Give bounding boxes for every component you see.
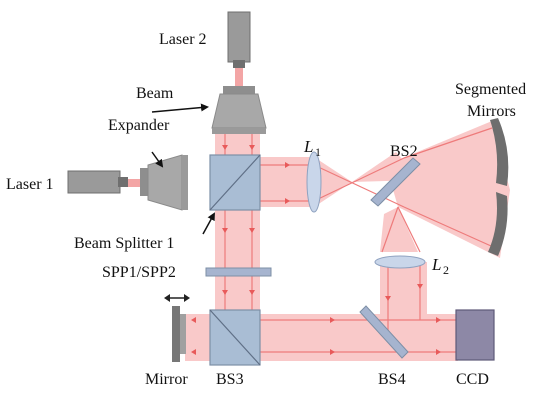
label-l1-main: L bbox=[303, 137, 313, 156]
laser-1 bbox=[67, 170, 128, 194]
ccd-camera bbox=[455, 309, 495, 361]
double-headed-arrow-icon bbox=[164, 294, 190, 302]
label-l2-sub: 2 bbox=[443, 263, 449, 277]
segmented-mirrors bbox=[488, 118, 509, 256]
laser-2 bbox=[227, 11, 251, 68]
spp-plate bbox=[205, 267, 272, 277]
label-l1: L 1 bbox=[303, 137, 321, 159]
beam-direction-arrows bbox=[191, 145, 441, 355]
label-l1-sub: 1 bbox=[315, 145, 321, 159]
laser-beams bbox=[126, 66, 510, 364]
arrow-pointer-icon bbox=[151, 151, 164, 168]
laser1-thin-beam bbox=[126, 179, 144, 187]
label-beam-expander-line2: Expander bbox=[108, 117, 170, 134]
beam-splitter-bs2 bbox=[370, 157, 421, 207]
bs2-to-segmented-beam bbox=[386, 121, 510, 258]
beam-splitter-bs4 bbox=[359, 305, 409, 359]
label-bs3: BS3 bbox=[216, 371, 244, 388]
label-mirror: Mirror bbox=[145, 371, 188, 388]
lens-l1 bbox=[306, 151, 322, 213]
mirror bbox=[172, 306, 186, 362]
label-beam-splitter-1: Beam Splitter 1 bbox=[74, 235, 174, 252]
laser2-thin-beam bbox=[235, 66, 243, 88]
label-laser-1: Laser 1 bbox=[6, 176, 54, 193]
bs3-to-ccd-beam bbox=[258, 314, 458, 361]
label-segmented-line1: Segmented bbox=[455, 81, 526, 98]
label-l2-main: L bbox=[431, 255, 441, 274]
label-ccd: CCD bbox=[456, 371, 489, 388]
beam-expander-2 bbox=[211, 86, 267, 134]
label-bs2: BS2 bbox=[390, 143, 418, 160]
beam-expander-1 bbox=[140, 154, 188, 211]
label-beam-expander-line1: Beam bbox=[136, 85, 174, 102]
arrow-pointer-icon bbox=[202, 212, 215, 235]
label-laser-2: Laser 2 bbox=[159, 31, 207, 48]
label-spp: SPP1/SPP2 bbox=[102, 264, 176, 281]
label-bs4: BS4 bbox=[378, 371, 406, 388]
label-segmented-line2: Mirrors bbox=[467, 103, 516, 120]
beam-splitter-bs3 bbox=[209, 309, 261, 366]
bs2-to-l2-cone bbox=[380, 207, 418, 252]
label-l2: L 2 bbox=[431, 255, 449, 277]
arrow-pointer-icon bbox=[151, 103, 209, 113]
lens-l2 bbox=[374, 255, 426, 269]
beam-splitter-1 bbox=[209, 154, 261, 211]
